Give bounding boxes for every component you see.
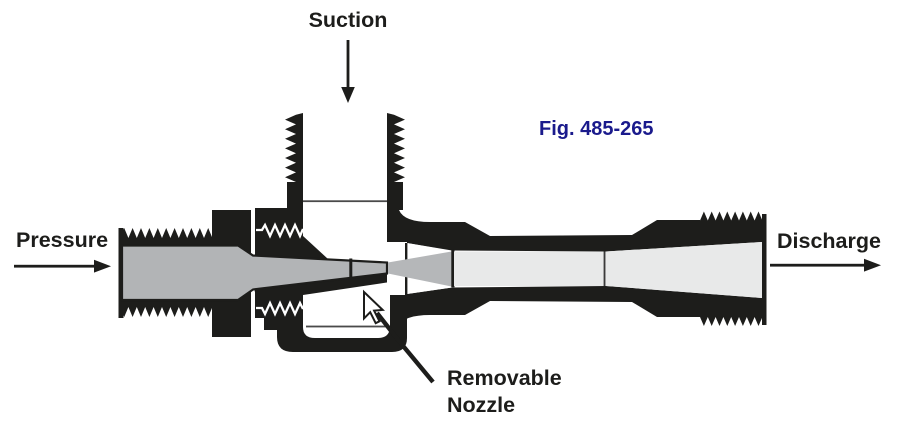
inlet-threads-bottom xyxy=(120,298,213,317)
throat-joint-line xyxy=(451,249,455,288)
discharge-end-face xyxy=(762,214,767,325)
section-line-lower xyxy=(306,325,389,328)
discharge-outlet xyxy=(700,211,767,326)
internal-thread-symbols xyxy=(256,222,305,317)
suction-arrow-head xyxy=(341,87,355,103)
removable-nozzle-label-line2: Nozzle xyxy=(447,393,515,417)
section-line-upper xyxy=(303,200,387,203)
nozzle-callout xyxy=(363,289,435,384)
discharge-arrow-shaft xyxy=(770,263,864,267)
discharge-arrow-head xyxy=(864,258,881,272)
removable-nozzle-cone xyxy=(120,244,389,302)
diagram-labels: Suction Pressure Discharge Fig. 485-265 … xyxy=(16,8,881,417)
suction-pipe-left-wall xyxy=(285,113,303,210)
tube-diffuser-joint-line xyxy=(603,251,606,286)
suction-arrow-shaft xyxy=(346,40,350,89)
suction-pipe-right-wall xyxy=(387,113,405,210)
figure-caption: Fig. 485-265 xyxy=(539,118,654,140)
mouse-cursor-icon xyxy=(363,289,385,325)
body-upper-right xyxy=(387,210,762,252)
suction-passage xyxy=(303,115,387,263)
jet-stream xyxy=(388,251,452,287)
nozzle-joint-line xyxy=(349,258,353,278)
thread-symbol-upper xyxy=(256,222,305,239)
removable-nozzle-label-line1: Removable xyxy=(447,366,562,390)
nozzle-leader-line xyxy=(375,311,435,384)
discharge-threads-top xyxy=(700,211,763,228)
venturi-section xyxy=(388,242,762,298)
suction-label: Suction xyxy=(309,8,388,32)
nozzle-assembly xyxy=(120,244,389,302)
pressure-label: Pressure xyxy=(16,228,108,252)
diffuser-flow xyxy=(606,242,762,298)
body-lower-right xyxy=(387,286,762,326)
thread-symbol-lower xyxy=(256,300,305,317)
pressure-arrow-shaft xyxy=(14,264,96,268)
inlet-threads-top xyxy=(120,228,213,247)
pressure-arrow-head xyxy=(94,259,111,273)
mixing-tube-flow xyxy=(454,251,604,286)
flange-wedge-upper xyxy=(303,236,328,259)
discharge-label: Discharge xyxy=(777,229,881,253)
discharge-threads-bottom xyxy=(700,309,763,326)
flow-arrows xyxy=(14,40,881,273)
